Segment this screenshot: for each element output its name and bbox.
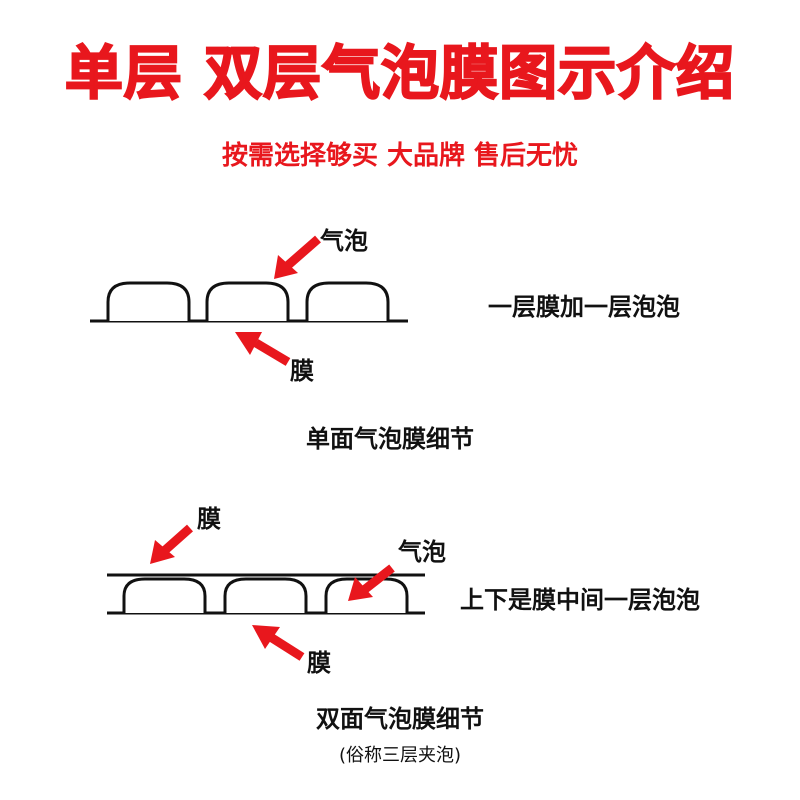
double-note: (俗称三层夹泡): [338, 745, 462, 766]
single-bubble-arrow: [283, 235, 321, 271]
double-film-bottom-arrowhead: [252, 625, 280, 649]
double-film-bottom-label: 膜: [307, 649, 331, 677]
single-film-label: 膜: [290, 357, 314, 385]
double-film-top-arrowhead: [150, 540, 175, 564]
single-film-arrowhead: [235, 332, 262, 355]
single-bubble-label: 气泡: [320, 227, 368, 255]
single-description: 一层膜加一层泡泡: [488, 293, 680, 321]
single-bubble-arrowhead: [274, 255, 298, 279]
double-bubble-label: 气泡: [398, 538, 446, 566]
double-bubble-arrowhead: [348, 577, 373, 601]
single-bubble-2: [205, 281, 290, 321]
double-layer-diagram: [107, 524, 425, 661]
double-film-top-arrow: [160, 524, 193, 556]
single-layer-diagram: [90, 235, 408, 366]
double-description: 上下是膜中间一层泡泡: [460, 586, 700, 614]
single-film-arrow: [253, 339, 291, 366]
single-bubble-3: [305, 281, 390, 321]
double-bubble-2: [223, 577, 308, 613]
double-bubble-1: [122, 577, 207, 613]
page-title: 单层 双层气泡膜图示介绍: [64, 38, 736, 108]
single-caption: 单面气泡膜细节: [306, 425, 474, 453]
double-film-top-label: 膜: [197, 505, 221, 533]
single-bubble-1: [106, 281, 191, 321]
page-subtitle: 按需选择够买 大品牌 售后无忧: [221, 141, 579, 171]
double-film-bottom-arrow: [269, 634, 305, 661]
double-bubble-arrow: [361, 564, 395, 594]
double-caption: 双面气泡膜细节: [316, 705, 484, 733]
